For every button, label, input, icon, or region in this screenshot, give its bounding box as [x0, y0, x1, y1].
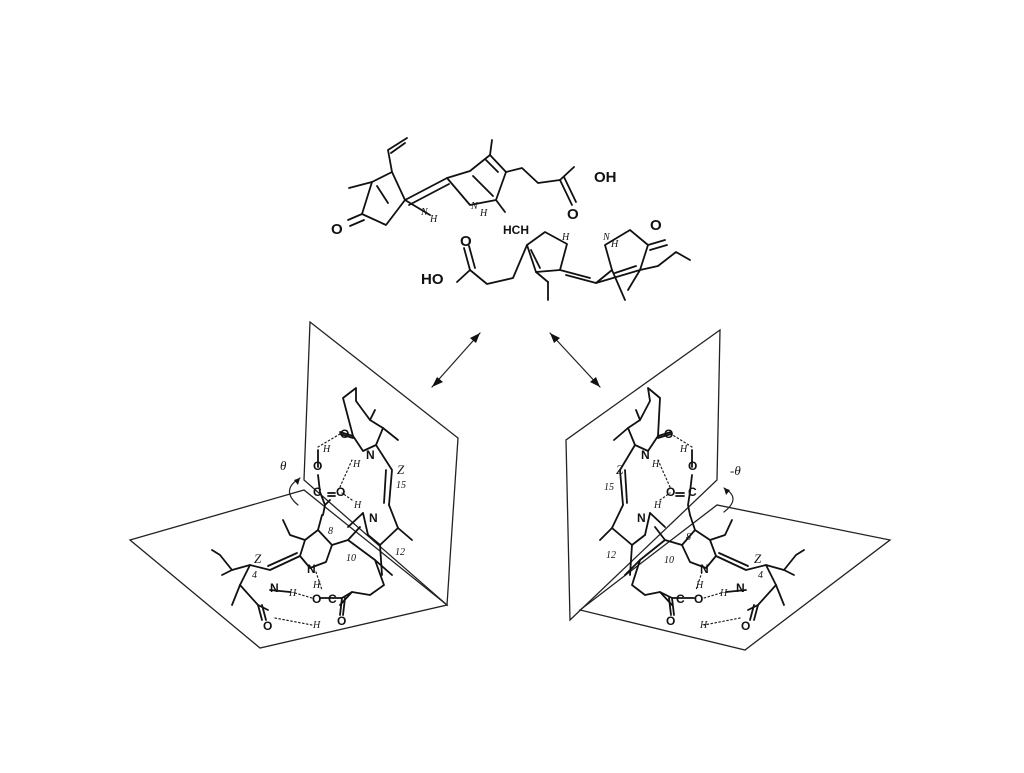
h-label-ring-c: H — [561, 232, 570, 243]
left-horizontal-plane — [128, 489, 449, 649]
h-label-ring-d: H — [610, 239, 619, 250]
left-o2: O — [313, 459, 322, 473]
carbonyl-o-label-top: O — [567, 206, 579, 223]
left-o-bottom-2: O — [337, 614, 346, 628]
ring-b — [446, 139, 577, 213]
right-ridge-tile-view: -θ O H O C O N H Z 15 H N 8 10 12 — [565, 328, 892, 651]
right-h1: H — [679, 444, 688, 455]
right-o-bottom-2: O — [666, 614, 675, 628]
left-num-4: 4 — [252, 570, 257, 581]
ring-d — [595, 229, 691, 301]
oh-label-top: OH — [594, 169, 617, 186]
right-c-bottom: C — [676, 592, 685, 606]
right-angle-theta-label: -θ — [730, 463, 741, 478]
nh-label-ring-d: N — [602, 232, 611, 243]
left-o1: O — [340, 427, 349, 441]
right-z-top: Z — [616, 462, 624, 477]
right-z-bottom: Z — [754, 551, 762, 566]
right-o1: O — [664, 427, 673, 441]
h-label-ring-b: H — [479, 208, 488, 219]
lactam-o-label-left: O — [331, 221, 343, 238]
right-n-bottom: N — [700, 562, 709, 576]
left-z-top: Z — [397, 462, 405, 477]
nh-label-ring-b: N — [470, 201, 479, 212]
left-h-bottom: H — [312, 580, 321, 591]
hch-label: HCH — [503, 223, 529, 237]
right-n-top: N — [641, 448, 650, 462]
ho-label-bottom: HO — [421, 271, 444, 288]
right-o2: O — [688, 459, 697, 473]
left-o-lactam: O — [263, 619, 272, 633]
equilibrium-arrow-right — [549, 332, 601, 388]
left-n-mid: N — [369, 511, 378, 525]
right-o3: O — [666, 485, 675, 499]
ring-c — [456, 231, 597, 301]
left-num-12: 12 — [395, 547, 405, 558]
right-h-top: H — [651, 459, 660, 470]
nh-label-ring-a: N — [420, 207, 429, 218]
right-num-4: 4 — [758, 570, 763, 581]
right-n-lactam: N — [736, 581, 745, 595]
left-angle-theta-label: θ — [280, 458, 287, 473]
right-o-bottom-1: O — [694, 592, 703, 606]
left-h-bottom-2: H — [312, 620, 321, 631]
left-h-lactam: H — [288, 588, 297, 599]
left-num-15: 15 — [396, 480, 406, 491]
left-n-top: N — [366, 448, 375, 462]
left-h-top: H — [352, 459, 361, 470]
right-num-15: 15 — [604, 482, 614, 493]
right-num-10: 10 — [664, 555, 674, 566]
left-z-bottom: Z — [254, 551, 262, 566]
left-num-8: 8 — [328, 526, 333, 537]
left-c-bottom: C — [328, 592, 337, 606]
left-num-10: 10 — [346, 553, 356, 564]
flat-structure: OH O O N H N H HCH H N H O HO O — [331, 137, 691, 301]
left-c1: C — [313, 485, 322, 499]
ring-a — [347, 137, 450, 227]
left-o3: O — [336, 485, 345, 499]
left-h-mid: H — [353, 500, 362, 511]
h-label-ring-a: H — [429, 214, 438, 225]
carbonyl-o-label-bottom: O — [460, 233, 472, 250]
left-o-bottom-1: O — [312, 592, 321, 606]
right-h-bottom: H — [695, 580, 704, 591]
right-o-lactam: O — [741, 619, 750, 633]
left-ridge-tile-view: θ O H O C O N H Z 15 H N 8 10 12 — [128, 320, 459, 649]
right-horizontal-plane — [578, 504, 892, 651]
equilibrium-arrow-left — [431, 332, 481, 388]
left-n-bottom: N — [307, 562, 316, 576]
lactam-o-label-right: O — [650, 217, 662, 234]
right-c1: C — [688, 485, 697, 499]
right-h-mid: H — [653, 500, 662, 511]
right-vertical-plane — [565, 328, 721, 622]
left-h1: H — [322, 444, 331, 455]
right-num-12: 12 — [606, 550, 616, 561]
left-n-lactam: N — [270, 581, 279, 595]
right-h-bottom-2: H — [699, 620, 708, 631]
right-n-mid: N — [637, 511, 646, 525]
right-h-lactam: H — [719, 588, 728, 599]
